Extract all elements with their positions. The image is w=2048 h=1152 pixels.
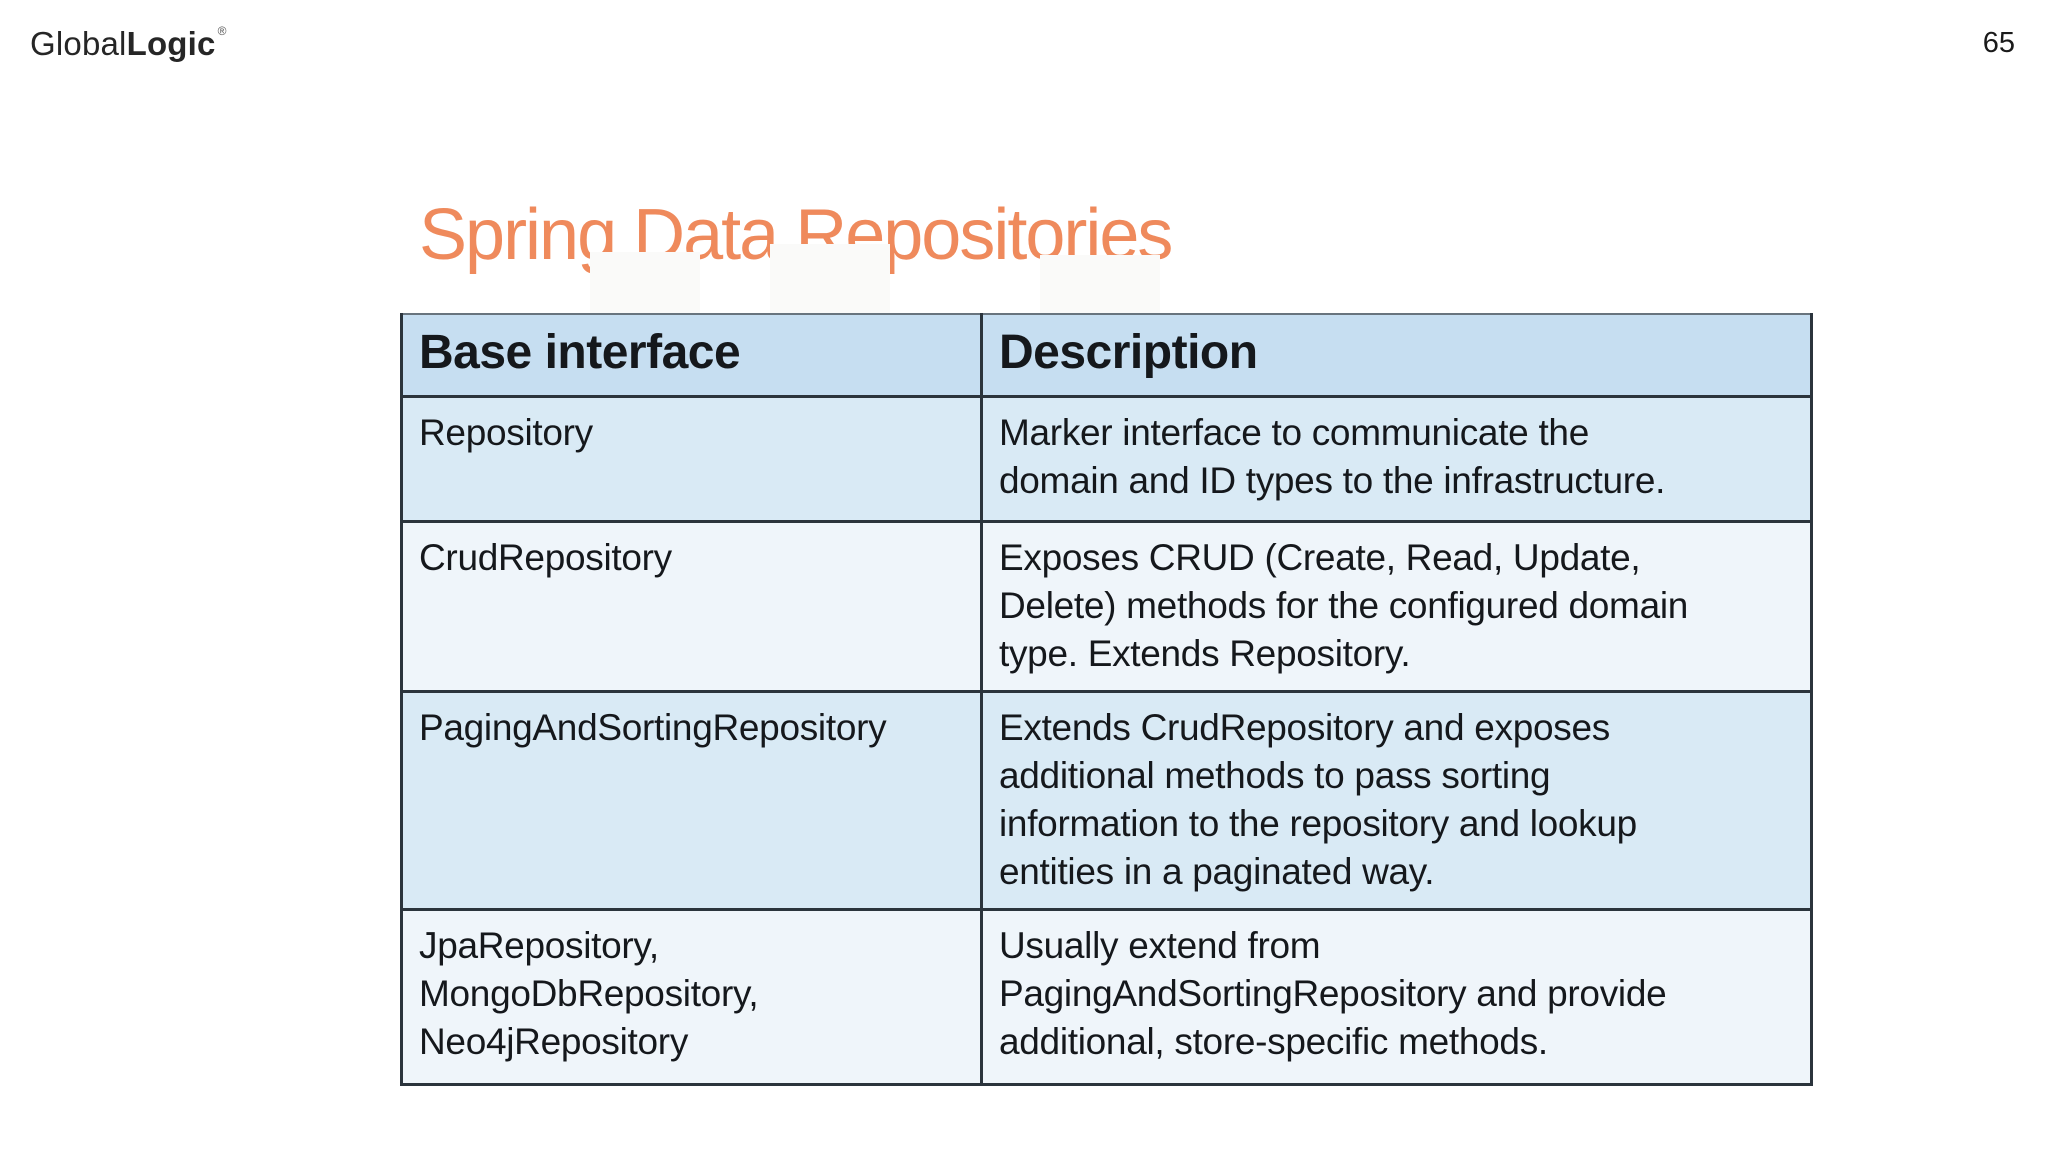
table-row-store-specific-repositories: JpaRepository, MongoDbRepository, Neo4jR… <box>400 907 1813 1086</box>
description-cell: Usually extend from PagingAndSortingRepo… <box>980 907 1813 1086</box>
globallogic-logo: GlobalLogic® <box>30 24 227 63</box>
table-header-row: Base interface Description <box>400 313 1813 398</box>
description-cell: Exposes CRUD (Create, Read, Update, Dele… <box>980 519 1813 693</box>
column-header-base-interface: Base interface <box>400 313 983 398</box>
logo-text-global: Global <box>30 25 127 62</box>
logo-text-logic: Logic <box>126 25 216 62</box>
spring-data-repositories-table: Base interface Description Repository Ma… <box>400 313 1813 1086</box>
registered-trademark-icon: ® <box>217 24 227 38</box>
paste-artifact <box>1040 255 1160 315</box>
table-row-pagingandsortingrepository: PagingAndSortingRepository Extends CrudR… <box>400 689 1813 911</box>
description-cell: Marker interface to communicate the doma… <box>980 394 1813 523</box>
page-number: 65 <box>1982 27 2015 59</box>
base-interface-cell: JpaRepository, MongoDbRepository, Neo4jR… <box>400 907 983 1086</box>
repositories-table-container: Base interface Description Repository Ma… <box>400 313 1813 1086</box>
paste-artifact <box>590 252 700 314</box>
paste-artifact <box>770 244 890 314</box>
table-row-repository: Repository Marker interface to communica… <box>400 394 1813 523</box>
base-interface-cell: Repository <box>400 394 983 523</box>
description-cell: Extends CrudRepository and exposes addit… <box>980 689 1813 911</box>
column-header-description: Description <box>980 313 1813 398</box>
table-row-crudrepository: CrudRepository Exposes CRUD (Create, Rea… <box>400 519 1813 693</box>
base-interface-cell: CrudRepository <box>400 519 983 693</box>
base-interface-cell: PagingAndSortingRepository <box>400 689 983 911</box>
